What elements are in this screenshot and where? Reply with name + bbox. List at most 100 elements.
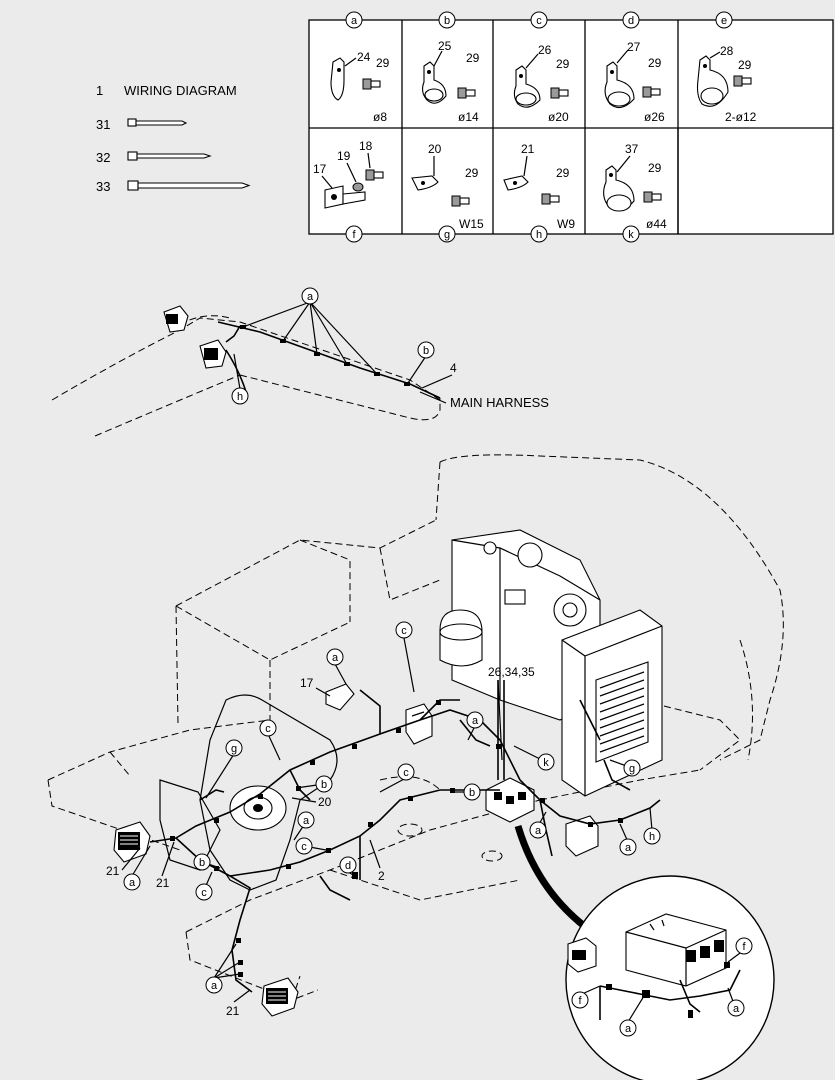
svg-text:a: a <box>351 15 358 27</box>
main-machine-view: c a 17 26,34,35 a c g c <box>47 454 784 1080</box>
svg-text:g: g <box>629 763 635 775</box>
svg-text:g: g <box>231 743 237 755</box>
svg-text:21: 21 <box>521 142 535 156</box>
bolt-icon <box>451 195 470 207</box>
clamp-cell-d: d 27 29 ø26 <box>604 11 665 124</box>
svg-text:ø8: ø8 <box>373 110 387 124</box>
part-20-label: 20 <box>318 795 332 809</box>
bolt-icon <box>457 87 476 99</box>
svg-text:28: 28 <box>720 44 734 58</box>
svg-text:ø26: ø26 <box>644 110 665 124</box>
bolt-icon <box>550 87 569 99</box>
part-26-34-35-label: 26,34,35 <box>488 665 535 679</box>
svg-text:24: 24 <box>357 50 371 64</box>
svg-text:26: 26 <box>538 43 552 57</box>
callout-b: b <box>423 345 429 357</box>
part-1-label: WIRING DIAGRAM <box>124 83 237 98</box>
part-1-number: 1 <box>96 83 103 98</box>
svg-text:h: h <box>649 831 655 843</box>
svg-text:ø14: ø14 <box>458 110 479 124</box>
callout-a: a <box>307 291 314 303</box>
boom-light-left-icon <box>163 305 189 333</box>
part-31-number: 31 <box>96 117 110 132</box>
part-21-left-label: 21 <box>106 864 120 878</box>
clamp-cell-c: c 26 29 ø20 <box>513 11 570 124</box>
svg-text:29: 29 <box>556 57 570 71</box>
svg-text:29: 29 <box>738 58 752 72</box>
svg-text:h: h <box>536 229 542 241</box>
clamp-cell-b: b 25 29 ø14 <box>421 11 480 124</box>
swing-motor-icon <box>229 785 287 831</box>
svg-text:k: k <box>628 229 634 241</box>
boom-view: a b h 4 MAIN HARNESS <box>51 287 549 437</box>
detail-view: f f a a <box>565 875 775 1080</box>
part-2-label: 2 <box>378 869 385 883</box>
svg-text:g: g <box>444 229 450 241</box>
svg-text:f: f <box>742 941 746 953</box>
clamp-table <box>308 19 834 235</box>
clamp-cell-h: h 21 29 W9 <box>503 142 575 243</box>
svg-text:c: c <box>536 15 542 27</box>
svg-text:c: c <box>403 767 409 779</box>
radiator-icon <box>561 609 663 797</box>
bolt-icon <box>733 75 752 87</box>
clamp-cell-e: e 28 29 2-ø12 <box>696 11 757 124</box>
svg-text:a: a <box>303 815 310 827</box>
callout-h: h <box>237 391 243 403</box>
svg-text:W9: W9 <box>557 217 575 231</box>
clamp-cell-a: a 24 29 ø8 <box>330 11 390 124</box>
svg-text:29: 29 <box>465 166 479 180</box>
svg-text:ø44: ø44 <box>646 217 667 231</box>
part-17-label: 17 <box>300 676 314 690</box>
svg-text:18: 18 <box>359 139 373 153</box>
svg-text:a: a <box>625 1023 632 1035</box>
svg-text:a: a <box>211 980 218 992</box>
parts-list: 1 WIRING DIAGRAM 31 32 33 <box>96 83 251 194</box>
filter-icon <box>439 609 483 667</box>
svg-text:d: d <box>628 15 634 27</box>
bracket-17-icon <box>325 683 355 711</box>
bolt-icon <box>362 78 381 90</box>
svg-text:c: c <box>265 723 271 735</box>
boom-light-right-icon <box>199 339 227 369</box>
svg-text:20: 20 <box>428 142 442 156</box>
svg-text:c: c <box>401 625 407 637</box>
cable-tie-long <box>127 180 251 191</box>
svg-text:2-ø12: 2-ø12 <box>725 110 757 124</box>
svg-text:37: 37 <box>625 142 639 156</box>
svg-text:c: c <box>201 887 207 899</box>
svg-text:b: b <box>321 779 327 791</box>
svg-text:a: a <box>472 715 479 727</box>
svg-text:a: a <box>535 825 542 837</box>
part-32-number: 32 <box>96 150 110 165</box>
part-21-mid-label: 21 <box>156 876 170 890</box>
part-21-bottom-label: 21 <box>226 1004 240 1018</box>
clamp-cell-k: k 37 29 ø44 <box>603 142 667 243</box>
svg-text:b: b <box>469 787 475 799</box>
clamp-cell-f: f 17 19 18 <box>313 139 384 243</box>
svg-text:a: a <box>129 877 136 889</box>
front-light-right-icon <box>261 977 299 1017</box>
svg-text:25: 25 <box>438 39 452 53</box>
svg-text:27: 27 <box>627 40 641 54</box>
svg-text:29: 29 <box>466 51 480 65</box>
svg-text:c: c <box>301 841 307 853</box>
part-4-label: 4 <box>450 361 457 375</box>
clamp-cell-g: g 20 29 W15 <box>411 142 484 243</box>
svg-text:17: 17 <box>313 162 327 176</box>
svg-text:e: e <box>721 15 727 27</box>
svg-text:a: a <box>733 1003 740 1015</box>
svg-text:29: 29 <box>648 161 662 175</box>
svg-text:ø20: ø20 <box>548 110 569 124</box>
svg-text:29: 29 <box>648 56 662 70</box>
main-harness-label: MAIN HARNESS <box>450 395 549 410</box>
cable-tie-short <box>127 118 188 127</box>
svg-text:d: d <box>345 860 351 872</box>
svg-text:b: b <box>444 15 450 27</box>
svg-text:b: b <box>199 857 205 869</box>
svg-text:k: k <box>543 757 549 769</box>
part-33-number: 33 <box>96 179 110 194</box>
bolt-icon <box>541 193 560 205</box>
svg-text:f: f <box>352 229 356 241</box>
